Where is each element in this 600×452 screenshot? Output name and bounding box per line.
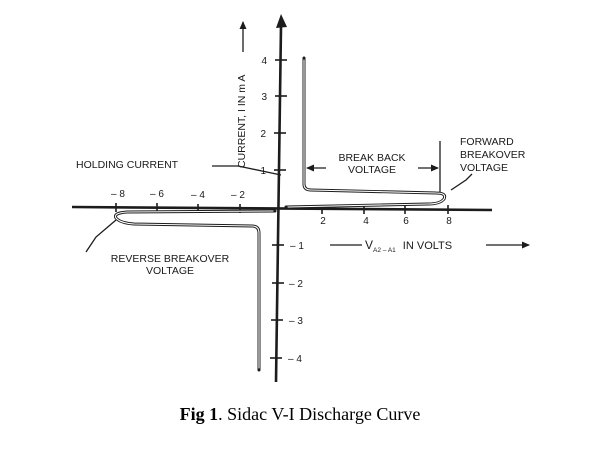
y-tick-label: – 3 (289, 316, 303, 327)
x-tick-label: 6 (403, 216, 409, 227)
reverse-breakover-leader (85, 219, 117, 253)
figure-caption-text: . Sidac V-I Discharge Curve (218, 404, 421, 424)
forward-breakover-label: BREAKOVER (460, 149, 526, 161)
reverse-breakover-label: VOLTAGE (146, 265, 194, 277)
holding-current-label: HOLDING CURRENT (76, 159, 179, 171)
x-axis-label-subscript: A2 – A1 (373, 247, 396, 254)
forward-characteristic-curve (284, 56, 447, 209)
forward-breakover-label: VOLTAGE (460, 162, 508, 174)
y-tick-label: – 2 (289, 279, 303, 290)
y-tick-marks (270, 59, 287, 359)
holding-current-leader (212, 165, 282, 176)
break-back-voltage-label: VOLTAGE (348, 164, 396, 176)
y-axis-label: CURRENT, I IN m A (236, 75, 248, 168)
y-axis-arrowhead (276, 14, 287, 28)
forward-breakover-label: FORWARD (460, 136, 514, 148)
x-axis-label-unit: IN VOLTS (403, 240, 452, 252)
x-tick-label: 4 (363, 216, 369, 227)
x-axis-label-symbol: V (365, 238, 373, 252)
y-tick-label: – 1 (290, 241, 304, 252)
y-tick-label: 2 (260, 129, 266, 140)
reverse-characteristic-curve (114, 209, 277, 372)
x-tick-label: – 6 (150, 189, 164, 200)
x-tick-label: 8 (446, 216, 452, 227)
y-axis (274, 25, 283, 383)
reverse-breakover-label: REVERSE BREAKOVER (111, 253, 230, 265)
sidac-vi-diagram: CURRENT, I IN m A – 8 – 6 – 4 – 2 2 4 6 … (71, 14, 530, 383)
forward-characteristic-curve-inner (287, 59, 446, 208)
break-back-voltage-label: BREAK BACK (338, 152, 405, 164)
x-axis (71, 205, 493, 212)
figure-caption: Fig 1. Sidac V-I Discharge Curve (0, 404, 600, 425)
x-tick-label: 2 (320, 216, 326, 227)
y-tick-label: 4 (261, 56, 267, 67)
forward-breakover-leader (450, 173, 473, 191)
reverse-characteristic-curve-inner (114, 210, 274, 369)
x-tick-label: – 8 (111, 189, 125, 200)
y-tick-label: – 4 (288, 354, 302, 365)
x-axis-label: VA2 – A1 IN VOLTS (365, 238, 452, 254)
figure-number: Fig 1 (179, 404, 219, 424)
x-tick-label: – 2 (231, 190, 245, 201)
x-tick-label: – 4 (191, 190, 205, 201)
y-tick-label: 3 (261, 92, 267, 103)
